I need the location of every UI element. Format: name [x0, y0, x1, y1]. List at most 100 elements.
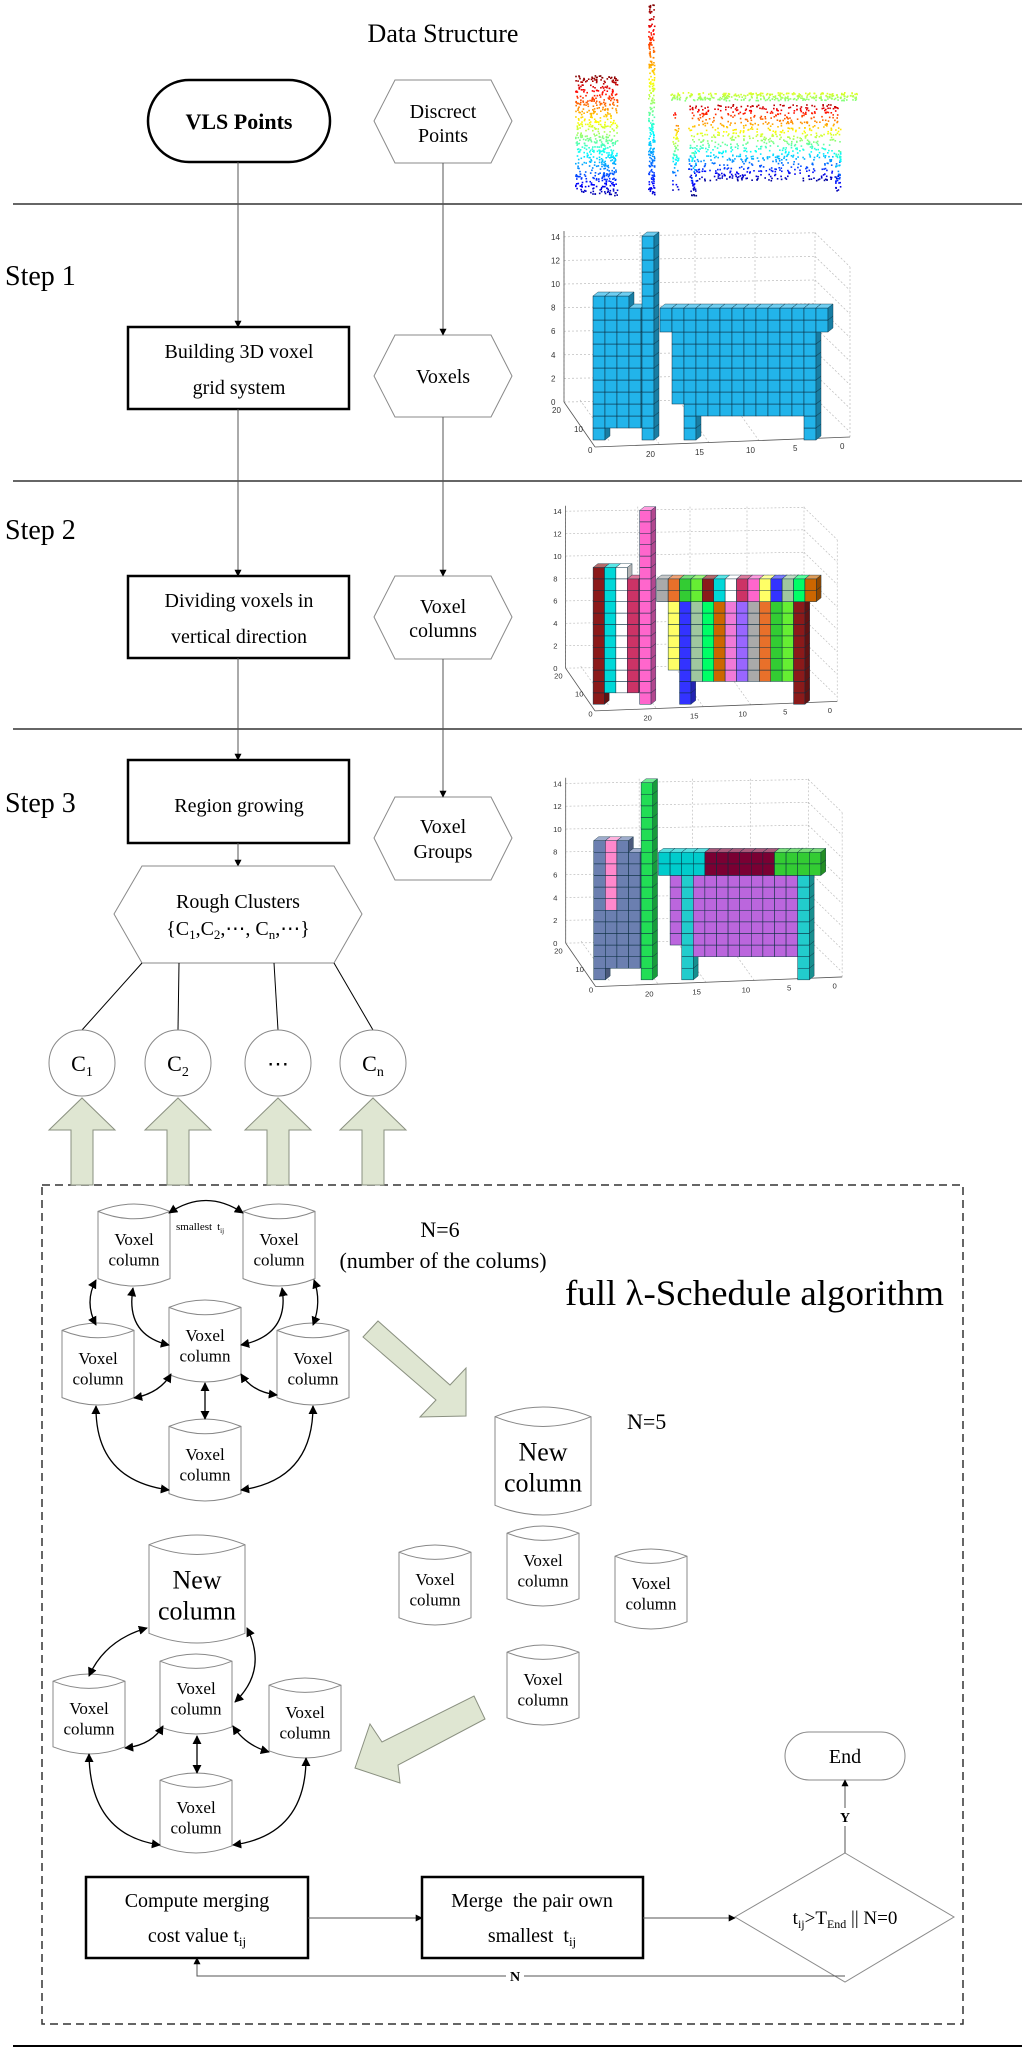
cube-front — [592, 331, 606, 345]
point — [821, 115, 823, 118]
point — [675, 174, 677, 177]
point — [749, 92, 752, 95]
point — [780, 175, 782, 178]
cube-front — [615, 612, 628, 625]
point — [692, 157, 694, 159]
point — [649, 11, 652, 13]
point — [589, 161, 592, 163]
point — [826, 111, 828, 113]
cube-front — [755, 319, 769, 333]
cube-front — [751, 851, 764, 865]
point — [698, 109, 700, 112]
cube-front — [640, 851, 653, 865]
point — [603, 174, 606, 177]
cylinder-top — [159, 1660, 233, 1669]
point — [575, 162, 577, 165]
point — [611, 94, 613, 97]
point — [604, 178, 606, 181]
point — [603, 103, 606, 106]
point — [839, 157, 841, 159]
cube-front — [781, 590, 794, 602]
point — [581, 125, 584, 128]
cube-front — [681, 886, 694, 899]
point — [611, 81, 614, 83]
cube-front — [713, 658, 726, 671]
point — [717, 173, 720, 175]
point — [593, 110, 595, 112]
z-tick-label: 2 — [551, 374, 556, 383]
cube-side — [652, 778, 658, 795]
point — [801, 114, 803, 117]
cube-front — [693, 898, 706, 911]
point — [808, 141, 811, 143]
point — [744, 118, 747, 121]
point — [593, 108, 596, 110]
point — [814, 96, 817, 99]
point — [827, 132, 829, 135]
point — [604, 113, 607, 116]
cube-front — [616, 933, 629, 946]
depth-tick-label: 10 — [575, 690, 583, 699]
point — [832, 134, 835, 136]
point — [701, 120, 704, 123]
n6-note: (number of the colums) — [339, 1248, 546, 1273]
point — [579, 103, 581, 105]
point — [768, 156, 771, 158]
cylinder-label: Voxel — [185, 1445, 225, 1464]
cube-front — [671, 343, 685, 357]
point — [578, 124, 581, 126]
cube-front — [605, 863, 618, 876]
point — [650, 32, 652, 34]
point — [771, 170, 774, 173]
point — [589, 172, 592, 174]
cube-front — [755, 355, 769, 369]
point — [702, 147, 704, 149]
point — [701, 135, 704, 137]
point — [653, 33, 655, 35]
point — [602, 108, 604, 111]
point — [787, 98, 790, 101]
cube-front — [605, 851, 618, 865]
point — [769, 145, 772, 147]
point — [696, 158, 699, 161]
cube-front — [755, 307, 769, 321]
cube-front — [759, 590, 771, 602]
point — [650, 43, 652, 46]
point — [586, 91, 588, 94]
point — [651, 160, 654, 163]
point — [673, 114, 675, 116]
point — [599, 75, 602, 77]
process-box-region-growing — [126, 758, 351, 845]
cube-front — [627, 635, 639, 648]
point — [800, 97, 802, 99]
cube-front — [605, 909, 618, 923]
point — [855, 96, 857, 99]
point — [589, 99, 591, 102]
point — [750, 119, 753, 122]
point — [615, 78, 617, 80]
point — [813, 111, 816, 113]
cube-front — [628, 898, 641, 911]
cube-front — [641, 367, 655, 381]
point — [800, 106, 803, 108]
point — [581, 181, 584, 184]
point — [696, 179, 699, 182]
point — [650, 178, 653, 180]
cube-front — [604, 669, 617, 682]
cube-front — [702, 612, 714, 625]
point — [769, 137, 771, 140]
point — [648, 45, 651, 48]
point — [676, 136, 678, 139]
point — [835, 94, 838, 96]
point — [710, 159, 712, 161]
cube-front — [751, 909, 764, 923]
point — [801, 97, 804, 99]
point — [787, 112, 790, 114]
point — [649, 12, 652, 14]
point — [608, 95, 611, 98]
point — [596, 157, 598, 160]
point — [727, 92, 730, 95]
point — [613, 177, 615, 180]
point — [695, 174, 697, 176]
